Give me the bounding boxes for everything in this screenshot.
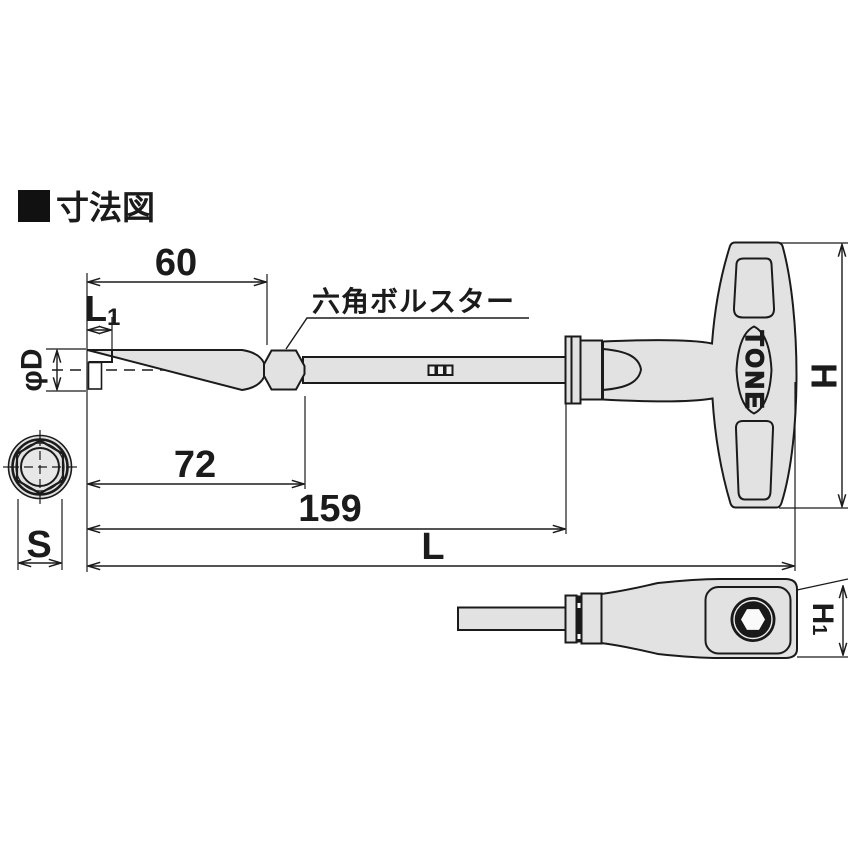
ext-line-H1-top <box>796 578 848 591</box>
bottom-head-boss <box>704 586 792 655</box>
dimension-annotations: 60 L1 φD 72 159 L H <box>16 242 848 572</box>
bottom-collar <box>580 592 603 645</box>
socket-step <box>88 351 113 363</box>
handle-bottom-view: H1 <box>457 577 848 660</box>
handle-logo-panel <box>735 325 773 415</box>
main-view: TONE 六角ボルスター <box>52 241 798 509</box>
page-title: 寸法図 <box>56 189 155 226</box>
dim-label-phid: φD <box>16 348 49 391</box>
dim-label-L: L <box>421 526 444 568</box>
dim-label-H: H <box>804 363 845 389</box>
t-handle <box>602 241 798 509</box>
collar <box>579 339 603 401</box>
bolster-leader-line <box>285 317 529 350</box>
page-header: 寸法図 <box>18 189 155 226</box>
brand-logo: TONE <box>740 331 768 412</box>
stamp-square <box>444 364 454 376</box>
hex-bolster <box>262 349 306 391</box>
dim-label-159: 159 <box>298 488 361 530</box>
stamp-square <box>427 364 437 376</box>
bottom-flange <box>564 594 578 644</box>
hex-hole <box>741 609 765 630</box>
dim-label-l1: L1 <box>85 288 120 331</box>
dim-label-H1: H1 <box>807 603 840 636</box>
dim-label-S: S <box>26 524 51 566</box>
dim-label-60: 60 <box>155 242 197 284</box>
socket-body <box>87 349 265 392</box>
bottom-shaft <box>457 606 567 631</box>
handle-top-panel <box>732 257 776 319</box>
bolster-note-label: 六角ボルスター <box>312 285 515 317</box>
socket-end-view: S <box>3 430 77 570</box>
flange-slit <box>577 634 581 639</box>
arm-cone-line <box>602 348 643 391</box>
bottom-flange-dark-band <box>576 595 582 643</box>
socket-bore <box>87 361 103 390</box>
dim-label-72: 72 <box>174 444 216 486</box>
handle-bottom-panel <box>734 420 775 501</box>
header-bullet-square <box>18 190 50 222</box>
flange <box>564 335 582 405</box>
stamp-square <box>436 364 445 376</box>
flange-slit <box>577 603 581 608</box>
socket-ring-highlight <box>733 599 773 640</box>
shaft-stamp-mark <box>427 364 454 376</box>
